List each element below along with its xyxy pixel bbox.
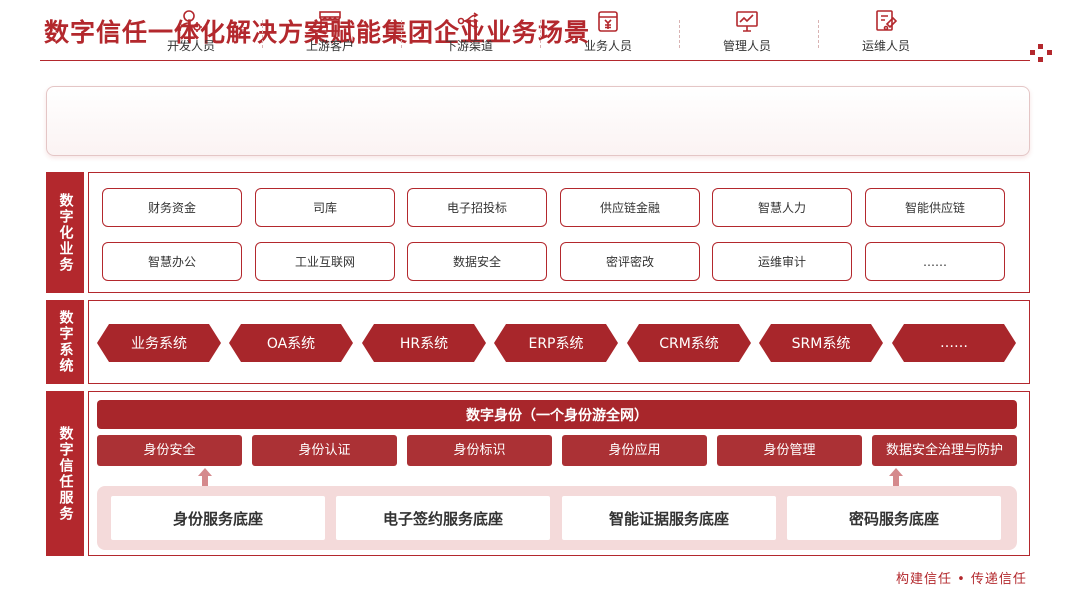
role-manager: 管理人员 [702,8,792,54]
role-label: 运维人员 [861,39,910,53]
title-divider [40,60,1030,61]
footer-slogan: 构建信任 • 传递信任 [896,572,1027,587]
identity-capability: 身份认证 [252,435,397,466]
business-item: …… [865,242,1005,281]
system-item: OA系统 [229,324,353,362]
roles-bar [46,86,1030,156]
page-title: 数字信任一体化解决方案赋能集团企业业务场景 [44,18,591,47]
finance-icon [598,11,618,32]
service-base: 密码服务底座 [787,496,1001,540]
role-label: 管理人员 [722,39,771,53]
system-item: 业务系统 [97,324,221,362]
identity-capability: 身份标识 [407,435,552,466]
identity-capability: 身份应用 [562,435,707,466]
system-item: CRM系统 [627,324,751,362]
identity-capability: 身份安全 [97,435,242,466]
monitor-chart-icon [736,11,758,32]
developer-icon [179,10,202,32]
maintenance-icon [876,10,898,31]
service-base: 身份服务底座 [111,496,325,540]
arrow-up-icon [198,468,212,486]
business-item: 智慧办公 [102,242,242,281]
business-item: 数据安全 [407,242,547,281]
brand-logo-icon [1030,44,1054,62]
service-base: 电子签约服务底座 [336,496,550,540]
business-item: 密评密改 [560,242,700,281]
section-label-digital-systems: 数字系统 [46,300,84,384]
business-item: 智能供应链 [865,188,1005,227]
role-ops-staff: 运维人员 [841,8,931,54]
business-item: 电子招投标 [407,188,547,227]
system-item: …… [892,324,1016,362]
business-item: 工业互联网 [255,242,395,281]
role-separator [818,20,819,48]
identity-capability: 数据安全治理与防护 [872,435,1017,466]
business-item: 智慧人力 [712,188,852,227]
role-upstream-customer: 上游客户 [285,8,375,54]
role-business-staff: 业务人员 [563,8,653,54]
role-separator [540,20,541,48]
role-separator [262,20,263,48]
role-developer: 开发人员 [146,8,236,54]
section-label-text: 数字信任服务 [57,425,74,522]
section-label-digital-business: 数字化业务 [46,172,84,293]
business-item: 运维审计 [712,242,852,281]
arrow-up-icon [889,468,903,486]
role-downstream-channel: 下游渠道 [424,8,514,54]
role-label: 下游渠道 [444,39,493,53]
system-item: HR系统 [362,324,486,362]
system-item: SRM系统 [759,324,883,362]
service-base: 智能证据服务底座 [562,496,776,540]
role-separator [679,20,680,48]
section-label-text: 数字系统 [57,310,74,374]
section-label-text: 数字化业务 [57,192,74,273]
digital-identity-bar: 数字身份（一个身份游全网） [97,400,1017,429]
role-label: 开发人员 [166,39,215,53]
section-label-trust-services: 数字信任服务 [46,391,84,556]
channel-icon [457,12,479,30]
business-item: 财务资金 [102,188,242,227]
business-item: 司库 [255,188,395,227]
store-icon [319,11,341,32]
role-label: 业务人员 [583,39,632,53]
identity-capability: 身份管理 [717,435,862,466]
business-item: 供应链金融 [560,188,700,227]
role-label: 上游客户 [305,39,354,53]
role-separator [401,20,402,48]
system-item: ERP系统 [494,324,618,362]
